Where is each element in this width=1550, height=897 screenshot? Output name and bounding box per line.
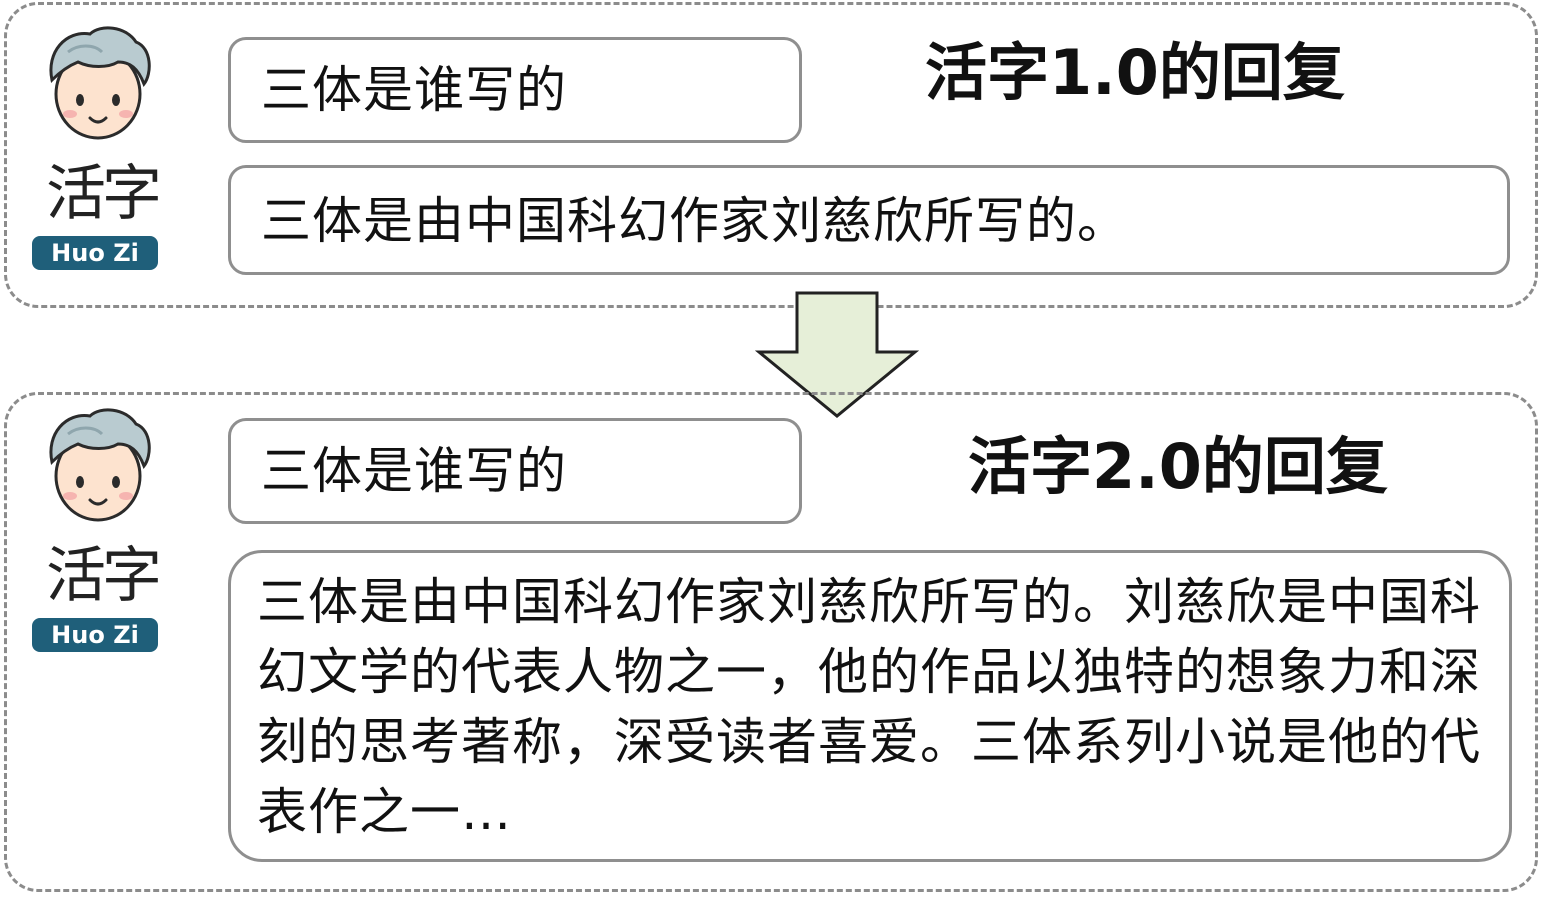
- avatar-icon: [49, 26, 151, 140]
- reply-v2: 三体是由中国科幻作家刘慈欣所写的。刘慈欣是中国科幻文学的代表人物之一，他的作品以…: [228, 550, 1512, 862]
- user-question-v2: 三体是谁写的: [228, 418, 802, 524]
- logo-chars: 活字: [46, 159, 162, 229]
- logo-badge: Huo Zi: [32, 618, 158, 652]
- user-question-v1: 三体是谁写的: [228, 37, 802, 143]
- huozi-logo: 活字 Huo Zi: [32, 158, 162, 273]
- huozi-v1-panel: [4, 2, 1538, 308]
- down-arrow-icon: [755, 291, 919, 418]
- avatar-icon: [49, 408, 151, 522]
- huozi-logo: 活字 Huo Zi: [32, 540, 162, 655]
- reply-v1: 三体是由中国科幻作家刘慈欣所写的。: [228, 165, 1510, 275]
- huozi-v2-panel: [4, 392, 1538, 892]
- logo-badge: Huo Zi: [32, 236, 158, 270]
- heading-v2: 活字2.0的回复: [968, 430, 1388, 503]
- heading-v1: 活字1.0的回复: [925, 36, 1345, 109]
- logo-chars: 活字: [46, 541, 162, 611]
